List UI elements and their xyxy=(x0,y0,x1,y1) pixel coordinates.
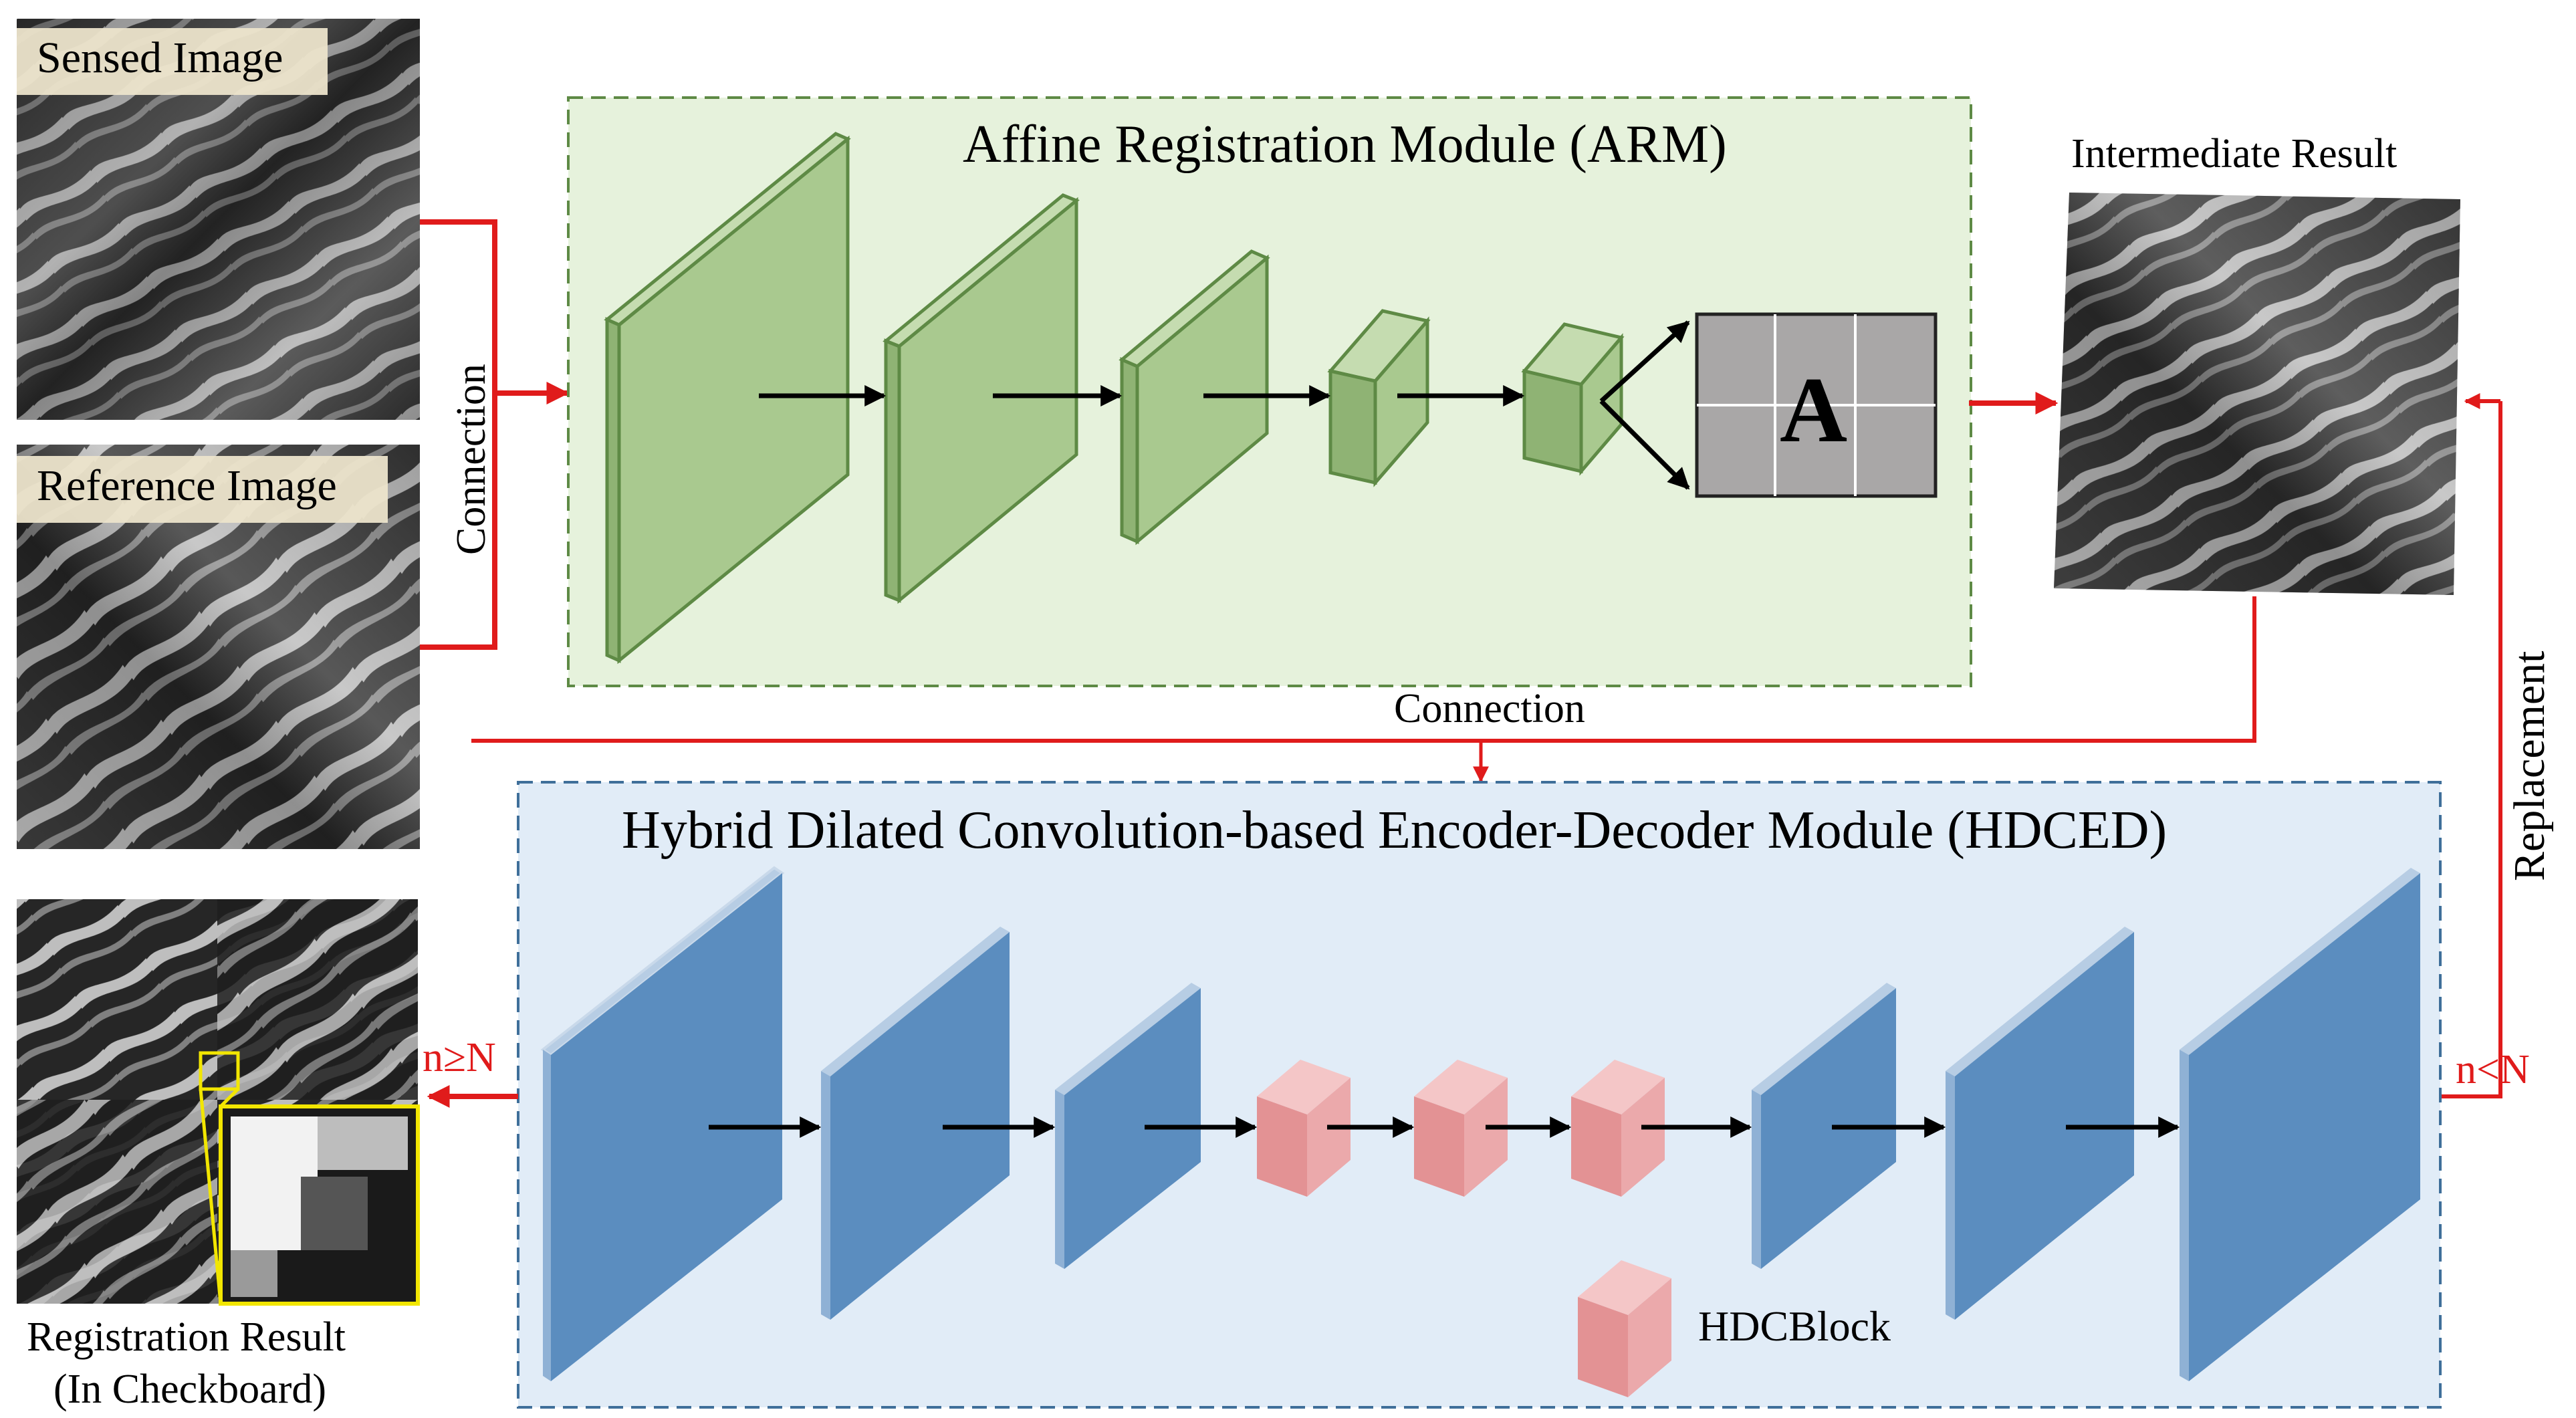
hdced-title: Hybrid Dilated Convolution-based Encoder… xyxy=(622,801,2167,860)
arm-layer-5 xyxy=(1521,322,1625,476)
middle-connection-lines xyxy=(471,596,2256,783)
hdced-layer-4 xyxy=(1752,983,1896,1269)
hdced-layer-6 xyxy=(2180,868,2420,1381)
affine-matrix-a: A xyxy=(1695,312,1938,498)
reference-image-label: Reference Image xyxy=(37,461,337,510)
connection-mid-label: Connection xyxy=(1394,686,1585,731)
legend-cube-icon xyxy=(1578,1260,1671,1397)
hdc-block-2 xyxy=(1414,1060,1508,1197)
arm-layer-3 xyxy=(1119,249,1270,546)
hdced-layer-5 xyxy=(1946,927,2134,1320)
arm-layer-2 xyxy=(883,193,1080,604)
arm-layer-1 xyxy=(604,132,851,665)
arm-title: Affine Registration Module (ARM) xyxy=(963,115,1727,174)
result-caption-line2: (In Checkboard) xyxy=(53,1367,326,1412)
hdced-layer-3 xyxy=(1055,983,1201,1269)
hdcblock-legend-label: HDCBlock xyxy=(1698,1302,1891,1350)
hdced-layer-1 xyxy=(540,866,785,1381)
replacement-label: Replacement xyxy=(2505,651,2554,881)
reference-image-label-box: Reference Image xyxy=(17,456,388,523)
hdced-layer-2 xyxy=(821,927,1010,1320)
n-less-than-N-label: n<N xyxy=(2456,1047,2530,1092)
intermediate-result-image xyxy=(2054,193,2460,595)
n-greater-equal-N-label: n≥N xyxy=(423,1035,496,1080)
affine-matrix-label: A xyxy=(1780,358,1847,462)
hdcblock-legend: HDCBlock xyxy=(1578,1260,1891,1397)
registration-result-image xyxy=(17,899,420,1306)
replacement-loop-lines xyxy=(2442,393,2502,1098)
arm-encoder-layers xyxy=(604,132,1625,665)
arm-layer-4 xyxy=(1327,309,1431,487)
intermediate-result-label: Intermediate Result xyxy=(2071,131,2397,176)
result-caption-line1: Registration Result xyxy=(27,1314,346,1360)
hdc-block-1 xyxy=(1257,1060,1351,1197)
connection-left-label: Connection xyxy=(449,364,494,555)
zoom-inset xyxy=(219,1104,420,1306)
input-connection-lines xyxy=(420,219,570,650)
hdced-encoder-decoder-layers xyxy=(540,866,2420,1381)
hdc-blocks xyxy=(1257,1060,1665,1197)
sensed-image-label-box: Sensed Image xyxy=(17,28,328,95)
sensed-image-label: Sensed Image xyxy=(37,33,283,82)
hdc-block-3 xyxy=(1571,1060,1665,1197)
arm-flow-arrows xyxy=(759,320,1690,490)
